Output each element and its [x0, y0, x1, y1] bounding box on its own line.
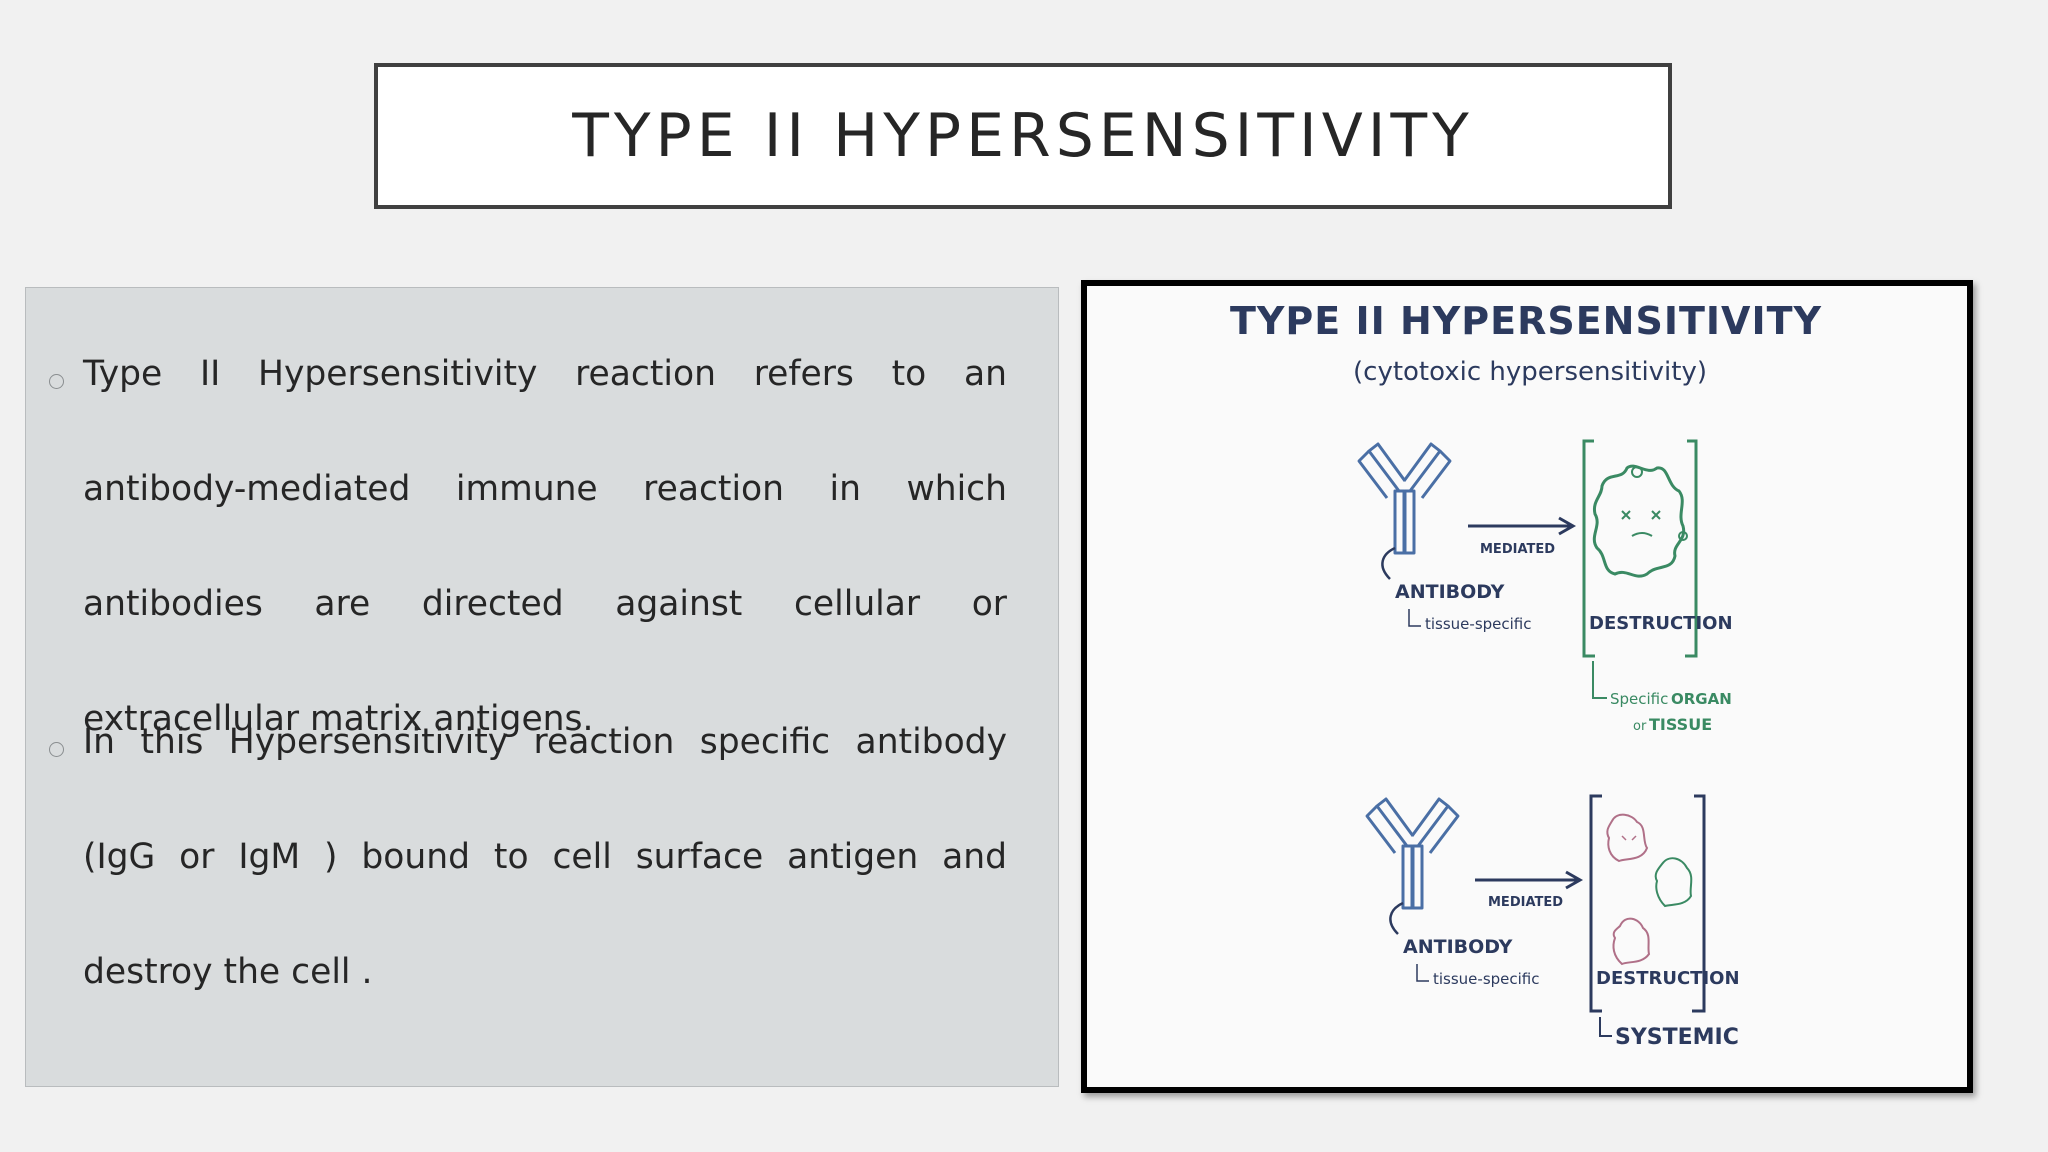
organ-label: ORGAN [1671, 690, 1732, 708]
bullet-circle-icon [49, 374, 64, 389]
arrow-head-icon [1565, 870, 1584, 890]
connector-line [1408, 609, 1421, 627]
antibody-icon [1365, 797, 1460, 910]
mediated-label: MEDIATED [1488, 895, 1563, 910]
bullet-circle-icon [49, 742, 64, 757]
bullet-text: Type II Hypersensitivity reaction refers… [83, 354, 1007, 739]
bracket-left [1589, 794, 1602, 1013]
antibody-sublabel: tissue-specific [1433, 970, 1540, 988]
specific-label: Specific [1610, 690, 1668, 708]
bracket-right [1692, 794, 1706, 1013]
connector-line [1592, 661, 1607, 699]
slide-title: TYPE II HYPERSENSITIVITY [572, 101, 1474, 171]
antibody-label: ANTIBODY [1403, 936, 1513, 958]
or-label: or [1633, 719, 1647, 734]
damaged-cell-icon [1654, 857, 1693, 908]
figure-title: TYPE II HYPERSENSITIVITY [1230, 299, 1822, 343]
damaged-cell-icon [1606, 813, 1651, 966]
arrow-head-icon [1558, 516, 1577, 536]
connector-line [1599, 1017, 1612, 1037]
antibody-icon [1357, 442, 1452, 555]
destruction-label: DESTRUCTION [1589, 613, 1733, 634]
text-panel: Type II Hypersensitivity reaction refers… [25, 287, 1059, 1087]
figure-subtitle: (cytotoxic hypersensitivity) [1353, 357, 1707, 387]
mediated-label: MEDIATED [1480, 542, 1555, 557]
antibody-label: ANTIBODY [1395, 581, 1505, 603]
bullet-item: Type II Hypersensitivity reaction refers… [49, 353, 1007, 813]
systemic-label: SYSTEMIC [1615, 1025, 1739, 1050]
bracket-left [1582, 439, 1595, 658]
connector-line [1416, 964, 1429, 982]
diagram-image: TYPE II HYPERSENSITIVITY (cytotoxic hype… [1081, 280, 1973, 1093]
slide-title-box: TYPE II HYPERSENSITIVITY [374, 63, 1672, 209]
curved-arrow-icon [1389, 901, 1404, 935]
bullet-text: In this Hypersensitivity reaction specif… [83, 722, 1007, 992]
tissue-label: TISSUE [1649, 715, 1712, 734]
curved-arrow-icon [1381, 546, 1396, 580]
destruction-label: DESTRUCTION [1596, 968, 1740, 989]
damaged-cell-icon [1592, 464, 1688, 578]
bracket-right [1685, 439, 1698, 658]
bullet-item: In this Hypersensitivity reaction specif… [49, 721, 1007, 1066]
antibody-sublabel: tissue-specific [1425, 615, 1532, 633]
hypersensitivity-sketch: TYPE II HYPERSENSITIVITY (cytotoxic hype… [1230, 299, 1822, 1050]
